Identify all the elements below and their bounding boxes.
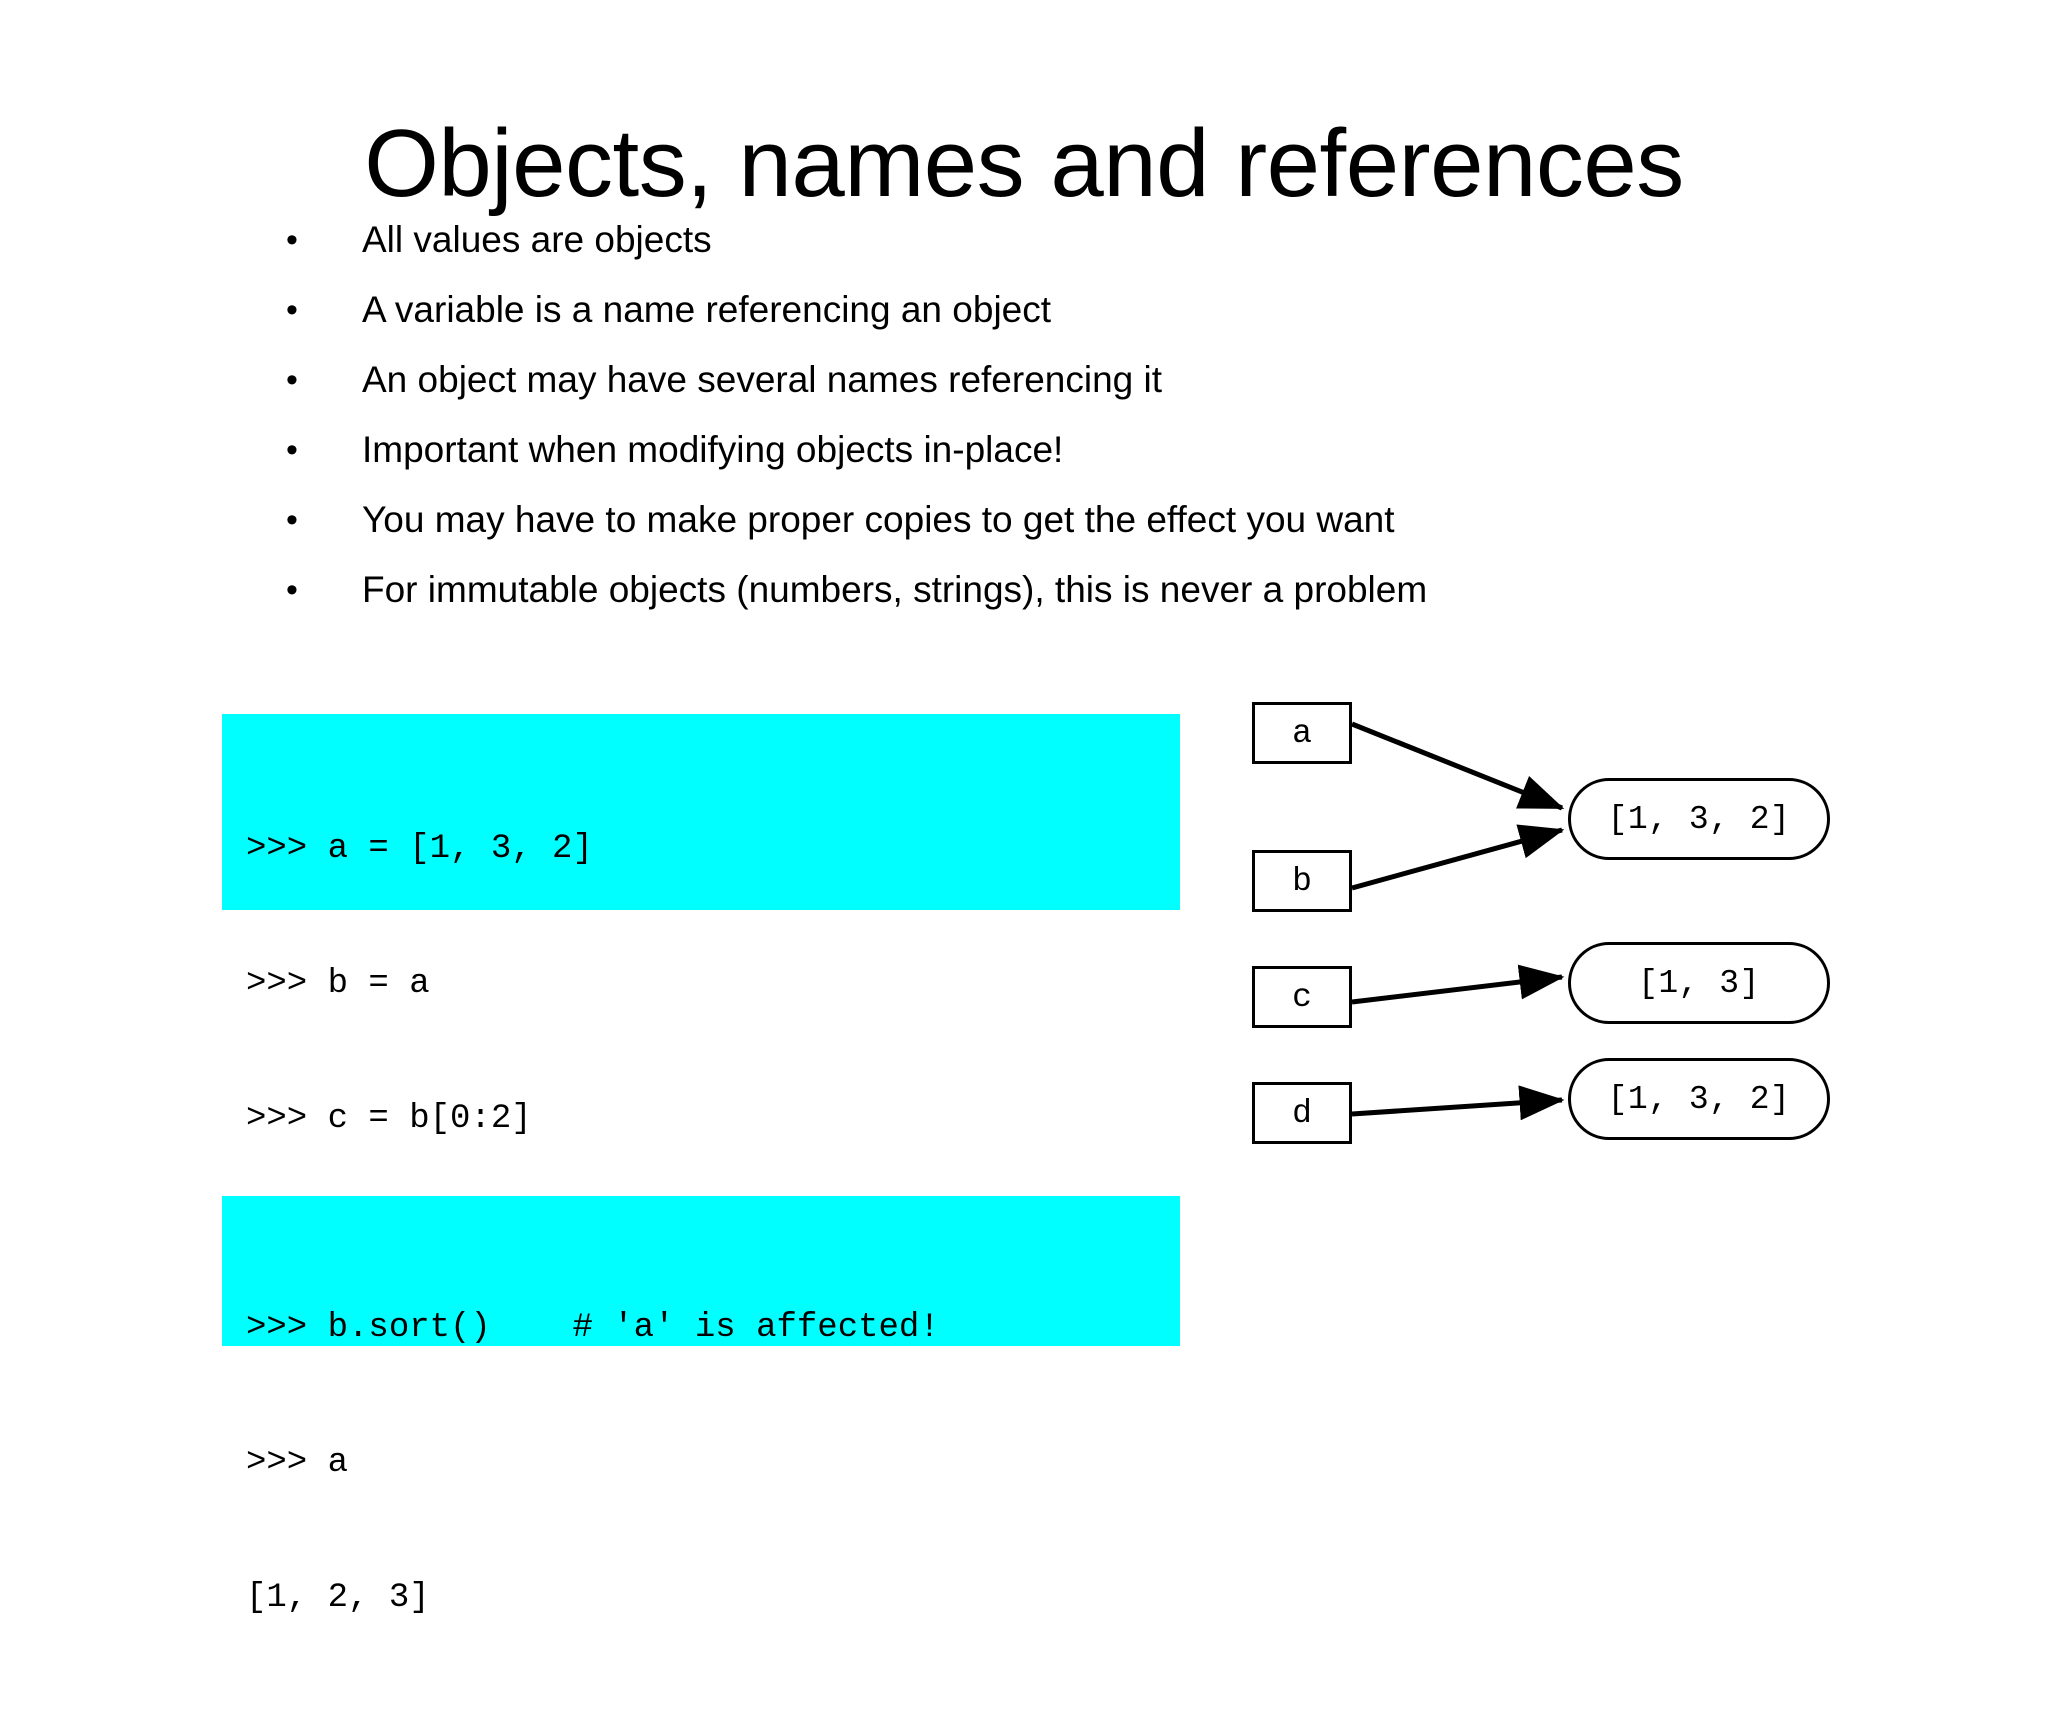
code-line: >>> c = b[0:2] <box>246 1100 532 1138</box>
list-item-label: For immutable objects (numbers, strings)… <box>362 569 1428 610</box>
list-item-label: A variable is a name referencing an obje… <box>362 289 1052 330</box>
variable-box-b: b <box>1252 850 1352 912</box>
bullet-point-icon: • <box>286 501 298 539</box>
object-box-1: [1, 3, 2] <box>1568 778 1830 860</box>
code-block-sort-effect: >>> b.sort() # 'a' is affected! >>> a [1… <box>222 1196 1180 1617</box>
list-item-label: An object may have several names referen… <box>362 359 1163 400</box>
list-item: • You may have to make proper copies to … <box>286 498 1786 568</box>
bullet-point-icon: • <box>286 221 298 259</box>
code-line: [1, 2, 3] <box>246 1579 430 1617</box>
object-box-3: [1, 3, 2] <box>1568 1058 1830 1140</box>
list-item: • For immutable objects (numbers, string… <box>286 568 1786 638</box>
reference-diagram: a b c d [1, 3, 2] [1, 3] [1, 3, 2] <box>1240 680 1860 1144</box>
code-line: >>> a <box>246 1444 349 1482</box>
code-line: >>> b = a <box>246 965 430 1003</box>
list-item: • An object may have several names refer… <box>286 358 1786 428</box>
diagram-arrows <box>1351 721 1565 1121</box>
page-title: Objects, names and references <box>364 110 1684 218</box>
list-item: • Important when modifying objects in-pl… <box>286 428 1786 498</box>
bullet-point-icon: • <box>286 361 298 399</box>
bullet-list: • All values are objects • A variable is… <box>286 218 1786 638</box>
variable-box-a: a <box>1252 702 1352 764</box>
list-item-label: All values are objects <box>362 219 712 260</box>
list-item-label: Important when modifying objects in-plac… <box>362 429 1064 470</box>
code-block-assignments: >>> a = [1, 3, 2] >>> b = a >>> c = b[0:… <box>222 714 1180 1273</box>
list-item: • All values are objects <box>286 218 1786 288</box>
list-item: • A variable is a name referencing an ob… <box>286 288 1786 358</box>
bullet-point-icon: • <box>286 571 298 609</box>
bullet-point-icon: • <box>286 291 298 329</box>
list-item-label: You may have to make proper copies to ge… <box>362 499 1395 540</box>
code-line: >>> b.sort() # 'a' is affected! <box>246 1309 940 1347</box>
object-box-2: [1, 3] <box>1568 942 1830 1024</box>
code-line: >>> a = [1, 3, 2] <box>246 830 593 868</box>
slide-canvas: Objects, names and references • All valu… <box>222 110 1860 1617</box>
bullet-point-icon: • <box>286 431 298 469</box>
variable-box-c: c <box>1252 966 1352 1028</box>
variable-box-d: d <box>1252 1082 1352 1144</box>
